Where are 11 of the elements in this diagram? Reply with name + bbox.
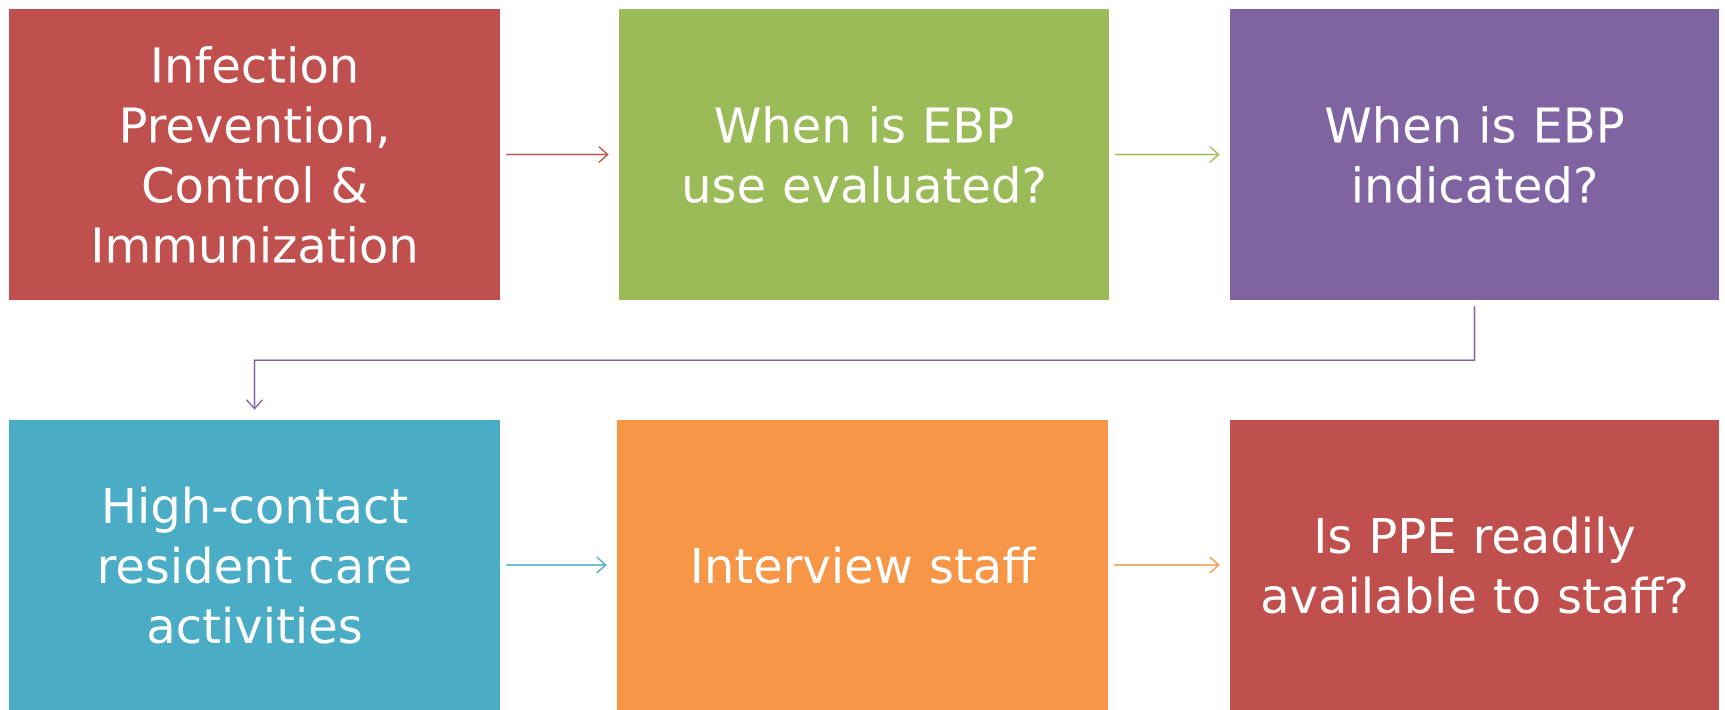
- process-box: When is EBP use evaluated?: [619, 9, 1109, 300]
- arrow: [505, 556, 607, 574]
- process-box: When is EBP indicated?: [1230, 9, 1719, 300]
- process-box: High-contact resident care activities: [9, 420, 500, 710]
- arrow: [1113, 556, 1220, 574]
- arrow: [1114, 145, 1220, 164]
- arrow: [505, 145, 609, 164]
- arrow: [245, 305, 1476, 410]
- process-box: Is PPE readily available to staff?: [1230, 420, 1719, 710]
- process-box: Infection Prevention, Control & Immunization: [9, 9, 500, 300]
- process-box: Interview staff: [617, 420, 1108, 710]
